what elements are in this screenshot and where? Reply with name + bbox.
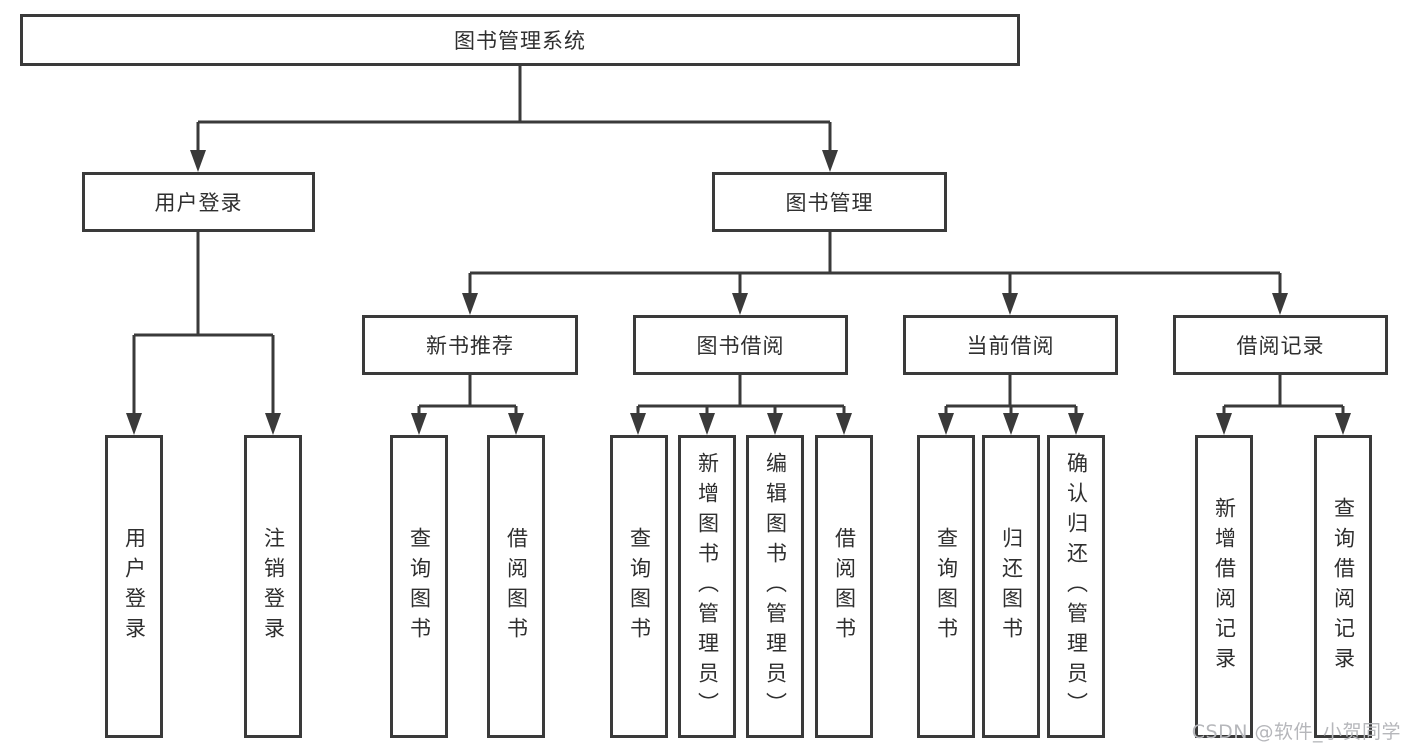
node-label: 新增借阅记录 bbox=[1212, 496, 1237, 677]
leaf-query-borrow-record: 查询借阅记录 bbox=[1314, 435, 1372, 738]
node-label: 用户登录 bbox=[122, 526, 147, 647]
node-label: 确认归还（管理员） bbox=[1064, 451, 1089, 722]
node-label: 注销登录 bbox=[261, 526, 286, 647]
leaf-borrow-books-borrowing: 借阅图书 bbox=[815, 435, 873, 738]
csdn-watermark: CSDN @软件_小贺同学 bbox=[1191, 721, 1401, 743]
node-label: 编辑图书（管理员） bbox=[763, 451, 788, 722]
leaf-query-books-current: 查询图书 bbox=[917, 435, 975, 738]
node-label: 图书管理 bbox=[785, 191, 874, 215]
node-label: 新书推荐 bbox=[426, 334, 514, 358]
node-book-management-system: 图书管理系统 bbox=[20, 14, 1020, 66]
node-label: 归还图书 bbox=[999, 526, 1024, 647]
node-book-management: 图书管理 bbox=[712, 172, 947, 232]
node-user-login: 用户登录 bbox=[82, 172, 315, 232]
leaf-confirm-return-admin: 确认归还（管理员） bbox=[1047, 435, 1105, 738]
node-label: 新增图书（管理员） bbox=[695, 451, 720, 722]
leaf-query-books-recommend: 查询图书 bbox=[390, 435, 448, 738]
leaf-logout: 注销登录 bbox=[244, 435, 302, 738]
node-label: 图书借阅 bbox=[696, 334, 785, 358]
node-label: 查询图书 bbox=[407, 526, 432, 647]
leaf-add-book-admin: 新增图书（管理员） bbox=[678, 435, 736, 738]
node-label: 查询图书 bbox=[627, 526, 652, 647]
node-new-book-recommendation: 新书推荐 bbox=[362, 315, 578, 375]
node-label: 借阅记录 bbox=[1236, 334, 1325, 358]
node-label: 图书管理系统 bbox=[454, 29, 586, 53]
node-label: 借阅图书 bbox=[832, 526, 857, 647]
node-borrowing-records: 借阅记录 bbox=[1173, 315, 1388, 375]
leaf-add-borrow-record: 新增借阅记录 bbox=[1195, 435, 1253, 738]
node-label: 用户登录 bbox=[154, 191, 243, 215]
node-label: 当前借阅 bbox=[966, 334, 1055, 358]
leaf-borrow-books-recommend: 借阅图书 bbox=[487, 435, 545, 738]
node-current-borrowing: 当前借阅 bbox=[903, 315, 1118, 375]
leaf-return-books: 归还图书 bbox=[982, 435, 1040, 738]
leaf-user-login: 用户登录 bbox=[105, 435, 163, 738]
node-label: 借阅图书 bbox=[504, 526, 529, 647]
leaf-query-books-borrowing: 查询图书 bbox=[610, 435, 668, 738]
node-label: 查询图书 bbox=[934, 526, 959, 647]
node-label: 查询借阅记录 bbox=[1331, 496, 1356, 677]
connector-lines bbox=[132, 66, 1345, 416]
node-book-borrowing: 图书借阅 bbox=[633, 315, 848, 375]
leaf-edit-book-admin: 编辑图书（管理员） bbox=[746, 435, 804, 738]
